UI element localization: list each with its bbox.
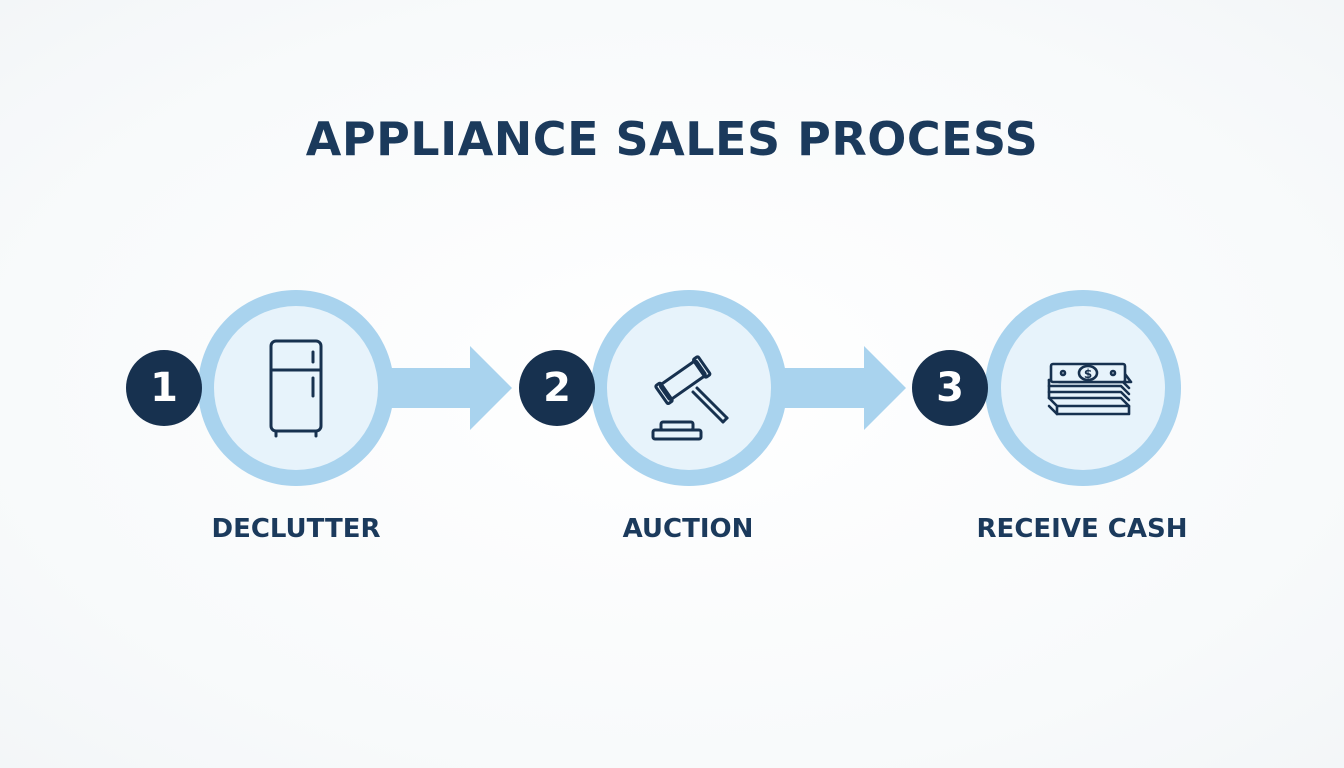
step-3-label: RECEIVE CASH xyxy=(976,514,1188,544)
gavel-icon xyxy=(651,355,729,441)
arrow-right-icon xyxy=(370,346,512,430)
step-1-label: DECLUTTER xyxy=(211,514,381,544)
step-3-icon-background: $ xyxy=(1001,306,1165,470)
step-2-number-badge: 2 xyxy=(519,350,595,426)
page-title: APPLIANCE SALES PROCESS xyxy=(305,112,1039,166)
step-1-circle xyxy=(198,290,394,486)
step-1-number-badge: 1 xyxy=(126,350,202,426)
arrow-right-icon xyxy=(764,346,906,430)
cash-stack-icon: $ xyxy=(1047,362,1133,416)
step-1-icon-background xyxy=(214,306,378,470)
step-3-circle: $ xyxy=(985,290,1181,486)
step-2-icon-background xyxy=(607,306,771,470)
svg-text:$: $ xyxy=(1084,367,1092,381)
step-2-label: AUCTION xyxy=(622,514,754,544)
step-2-circle xyxy=(591,290,787,486)
refrigerator-icon xyxy=(269,339,323,438)
step-3-number-badge: 3 xyxy=(912,350,988,426)
